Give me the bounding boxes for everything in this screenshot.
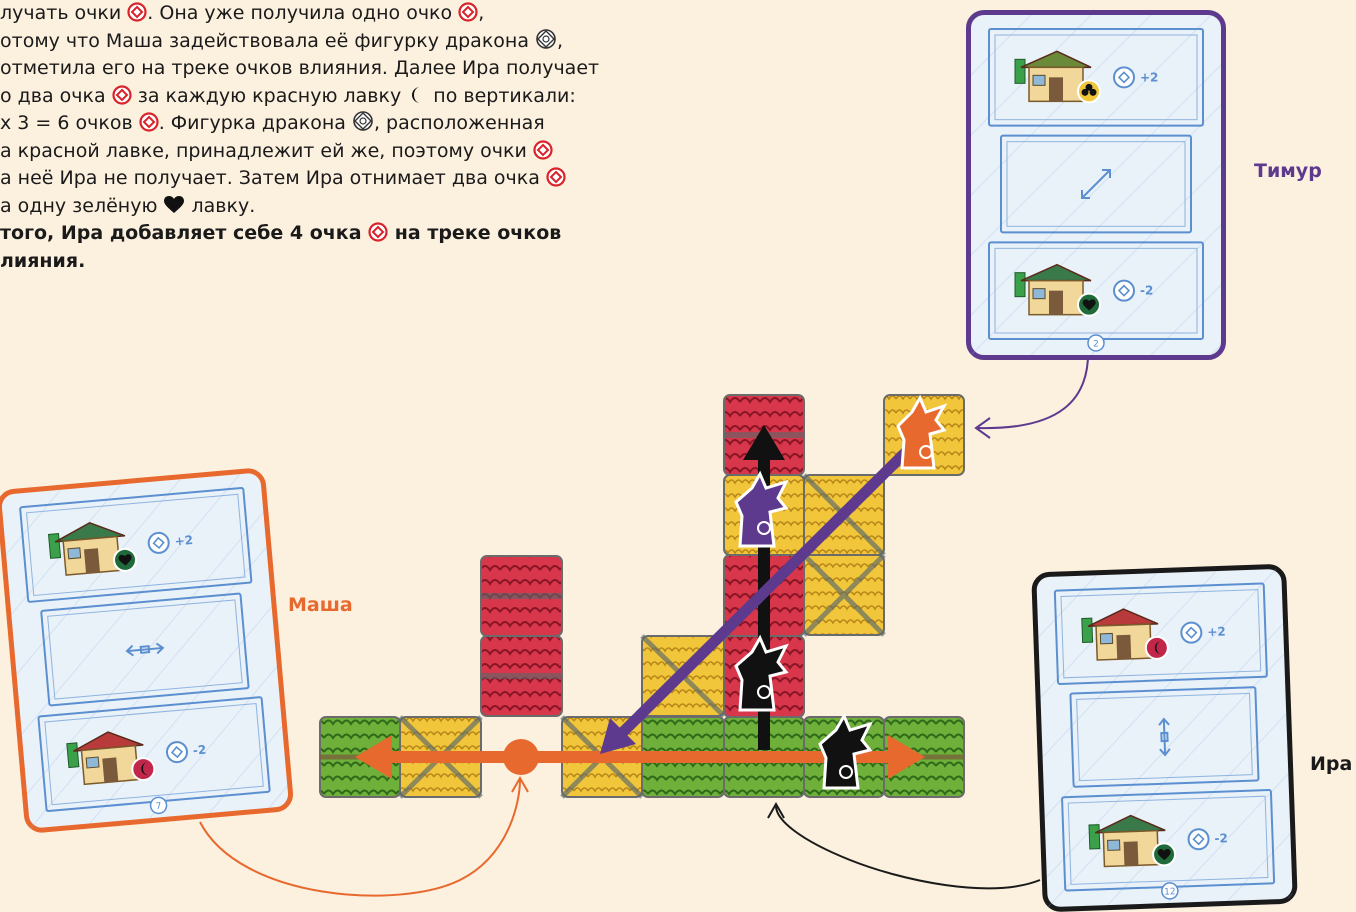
card-panel-middle — [1001, 136, 1191, 233]
card-timur: +2 -2 2 — [966, 10, 1226, 360]
card-number-text: 2 — [1093, 340, 1099, 350]
card-panel-middle — [1070, 687, 1258, 787]
influence-points-badge: +2 — [1181, 621, 1226, 643]
points-value: +2 — [174, 533, 194, 549]
card-panel-bottom: -2 — [38, 697, 269, 811]
shop-icon — [48, 520, 128, 576]
diagonal-arrow-icon — [1082, 170, 1110, 198]
card-number: 12 — [1162, 883, 1179, 900]
points-value: -2 — [1140, 284, 1153, 298]
card-panel-top: +2 — [20, 488, 251, 602]
influence-points-badge: -2 — [1114, 281, 1153, 301]
heart-icon — [1153, 843, 1176, 866]
card-panel-top: +2 — [1055, 583, 1267, 684]
card-panel-top: +2 — [989, 29, 1203, 126]
timur-connector — [978, 348, 1088, 428]
card-masha: +2 -2 7 — [0, 467, 295, 834]
influence-points-badge: -2 — [1188, 828, 1228, 849]
heart-icon — [113, 548, 137, 572]
card-ira: +2 -2 12 — [1031, 564, 1298, 912]
card-number-text: 12 — [1164, 887, 1176, 897]
shop-icon — [66, 729, 146, 785]
influence-points-badge: +2 — [148, 530, 194, 554]
card-panel-middle — [41, 593, 249, 705]
vertical-arrow-icon — [1159, 719, 1170, 755]
points-value: -2 — [192, 743, 207, 758]
points-value: -2 — [1214, 831, 1228, 845]
card-number: 7 — [150, 797, 167, 814]
card-number-text: 7 — [155, 802, 162, 812]
ira-connector — [776, 806, 1040, 888]
influence-points-badge: -2 — [166, 740, 207, 763]
card-number: 2 — [1088, 335, 1104, 351]
influence-points-badge: +2 — [1114, 67, 1158, 87]
heart-icon — [1078, 294, 1100, 316]
moon-icon — [1145, 637, 1168, 660]
clover-icon — [1078, 80, 1100, 102]
points-value: +2 — [1207, 624, 1226, 639]
points-value: +2 — [1140, 70, 1158, 84]
tile-red — [481, 556, 562, 716]
moon-icon — [131, 757, 155, 781]
